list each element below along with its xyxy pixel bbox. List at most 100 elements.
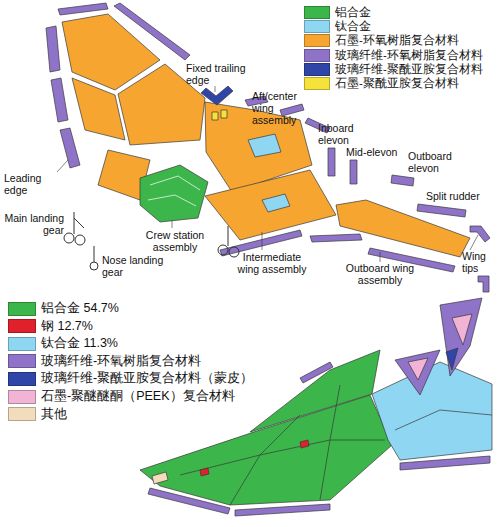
part-label: Outboard elevon — [408, 150, 464, 174]
fuselage-panel — [250, 350, 380, 432]
panel-seam — [148, 195, 196, 206]
panel-seam — [180, 440, 385, 475]
legend-text: 钢 12.7% — [41, 318, 93, 335]
legend-text: 铝合金 — [335, 5, 371, 20]
panel-seam — [230, 415, 300, 505]
legend-text: 石墨-环氧树脂复合材料 — [335, 33, 459, 48]
wing-panel — [72, 78, 125, 140]
legend-row: 钢 12.7% — [8, 318, 93, 335]
other-part — [152, 472, 168, 484]
part-label: Main landing gear — [2, 212, 64, 236]
panel-seam — [150, 176, 200, 190]
legend-text: 石墨-聚醚醚酮（PEEK）复合材料 — [41, 388, 235, 405]
legend-text: 玻璃纤维-聚酰亚胺复合材料 — [335, 62, 483, 77]
leading-edge-strip — [60, 128, 80, 168]
gear-wheel — [218, 245, 228, 255]
leading-edge-strip — [114, 3, 190, 60]
leading-edge-strip — [58, 3, 108, 15]
legend-swatch — [304, 77, 330, 90]
legend-row: 石墨-聚醚醚酮（PEEK）复合材料 — [8, 388, 235, 405]
gear-wheel — [90, 262, 98, 270]
elevon — [350, 160, 357, 184]
legend-text: 铝合金 54.7% — [41, 300, 119, 317]
part-label: Inboard elevon — [318, 122, 368, 146]
leading-edge-strip — [51, 78, 68, 122]
gear-strut — [228, 226, 229, 246]
steel-part — [300, 440, 309, 448]
gear-strut — [94, 246, 95, 262]
titanium-panel — [372, 362, 492, 460]
legend-row: 玻璃纤维-环氧树脂复合材料 — [8, 353, 201, 370]
gear-wheel — [229, 247, 239, 257]
legend-row: 钛合金 — [304, 19, 371, 34]
outboard-wing — [336, 200, 470, 257]
legend-swatch — [304, 20, 330, 33]
leader-line — [470, 235, 478, 250]
legend-swatch — [304, 63, 330, 76]
tail-fin — [395, 350, 440, 395]
gear-strut — [74, 218, 84, 228]
legend-text: 石墨-聚酰亚胺复合材料 — [335, 76, 459, 91]
legend-row: 其他 — [8, 406, 67, 423]
titanium-patch — [262, 194, 290, 212]
legend-swatch — [8, 319, 36, 333]
tail-fin — [440, 298, 482, 376]
legend-row: 铝合金 — [304, 5, 371, 20]
legend-text: 钛合金 11.3% — [41, 335, 118, 352]
graphite-polyimide-part — [212, 112, 218, 120]
peek-panel — [452, 314, 472, 345]
legend-text: 钛合金 — [335, 19, 371, 34]
part-label: Leading edge — [4, 172, 56, 196]
leading-edge-strip — [310, 234, 362, 242]
graphite-polyimide-part — [221, 110, 227, 118]
split-rudder — [417, 204, 466, 217]
gear-strut — [74, 212, 75, 234]
part-label: Outboard wing assembly — [340, 262, 420, 286]
part-label: Crew station assembly — [140, 229, 210, 253]
steel-part — [200, 468, 209, 476]
part-label: Intermediate wing assembly — [232, 251, 312, 275]
intermediate-wing — [205, 170, 336, 240]
legend-row: 玻璃纤维-环氧树脂复合材料 — [304, 48, 483, 63]
fin-skin — [446, 348, 458, 370]
legend-row: 玻璃纤维-聚酰亚胺复合材料 — [304, 62, 483, 77]
leader-line — [262, 232, 263, 250]
panel-seam — [395, 410, 492, 430]
part-label: Wing tips — [462, 250, 498, 274]
legend-text: 玻璃纤维-环氧树脂复合材料 — [335, 48, 483, 63]
leader-line — [380, 252, 381, 262]
elevon — [328, 148, 335, 176]
part-label: Split rudder — [426, 190, 496, 202]
titanium-patch — [248, 134, 281, 157]
legend-swatch — [8, 372, 36, 386]
part-label: Nose landing gear — [102, 254, 174, 278]
wing-tip — [470, 226, 490, 242]
legend-swatch — [8, 390, 36, 404]
panel-seam — [320, 385, 340, 500]
legend-swatch — [8, 302, 36, 316]
elevon — [391, 175, 414, 186]
legend-text: 玻璃纤维-环氧树脂复合材料 — [41, 353, 201, 370]
fuselage-panel — [140, 395, 392, 505]
legend-swatch — [304, 34, 330, 47]
part-label: Mid-elevon — [346, 146, 406, 158]
gear-wheel — [64, 233, 74, 243]
gear-wheel — [75, 235, 85, 245]
part-label: Fixed trailing edge — [186, 62, 262, 86]
trailing-edge-strip — [400, 456, 490, 470]
legend-row: 钛合金 11.3% — [8, 335, 118, 352]
leader-line — [57, 160, 68, 172]
peek-panel — [408, 358, 428, 380]
legend-swatch — [8, 407, 36, 421]
legend-swatch — [8, 337, 36, 351]
leading-edge-strip — [235, 504, 330, 516]
leading-edge-strip — [46, 26, 60, 72]
leader-line — [172, 220, 173, 228]
crew-station — [140, 165, 208, 222]
legend-swatch — [8, 354, 36, 368]
legend-text: 玻璃纤维-聚酰亚胺复合材料（蒙皮） — [41, 370, 253, 387]
leading-edge-strip — [300, 362, 333, 383]
legend-swatch — [304, 49, 330, 62]
wing-tip — [478, 276, 489, 292]
